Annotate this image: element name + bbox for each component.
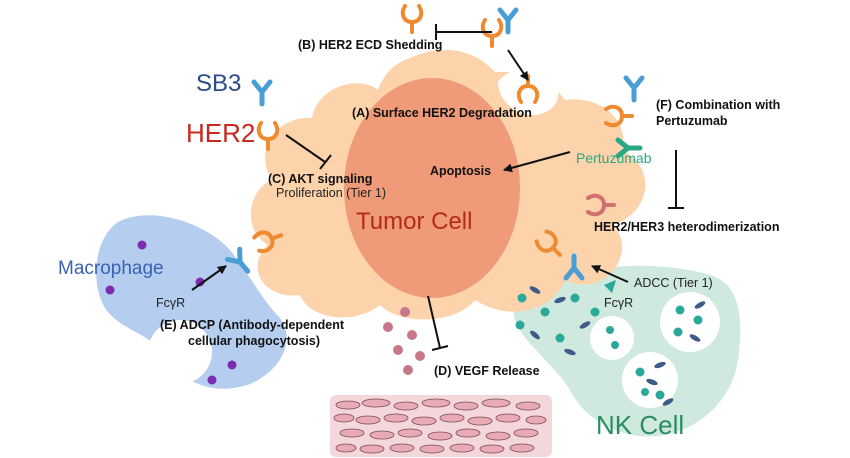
shedding-arrow [507,49,529,81]
adcp-arrow [191,265,227,291]
sb3-antibody-right [626,78,642,100]
nk-vesicle [660,292,720,352]
nk-vesicle [590,316,634,360]
sb3-antibody-legend [254,82,270,104]
vegf-inhibit-line [427,295,449,351]
heterodimer-inhibit-line [668,150,684,209]
adcc-label: ADCC (Tier 1) [634,276,713,290]
shedding-notch [498,68,559,116]
apoptosis-arrow [503,151,571,173]
proliferation-label: Proliferation (Tier 1) [276,186,386,200]
tumor-cell-label: Tumor Cell [356,208,473,235]
her2-label: HER2 [186,118,256,148]
adcp-label-line1: (E) ADCP (Antibody-dependent [160,318,345,332]
adcc-arrow [591,265,629,283]
vegf-particles [383,307,425,375]
fcgr-left-label: FcγR [156,296,186,310]
shedding-label: (B) HER2 ECD Shedding [298,38,443,52]
pertuzumab-label: Pertuzumab [576,150,652,166]
degradation-label: (A) Surface HER2 Degradation [352,106,532,120]
adcp-label-line2: cellular phagocytosis) [188,334,320,348]
phagosome [148,320,212,384]
macrophage-granules [105,240,237,385]
combination-label-line2: Pertuzumab [656,114,728,128]
apoptosis-label: Apoptosis [430,164,492,178]
akt-inhibit-line [285,134,332,170]
blood-vessel [330,395,552,457]
nk-cell-label: NK Cell [596,410,685,440]
fcgr-right-label: FcγR [604,296,634,310]
tumor-nucleus [344,78,520,298]
fcgr-receptor-nk [604,280,616,293]
macrophage-cell [96,215,287,389]
combination-label-line1: (F) Combination with [656,98,781,112]
vegf-label: (D) VEGF Release [434,364,540,378]
nk-granules [515,286,706,406]
heterodimerization-label: HER2/HER3 heterodimerization [594,220,780,234]
her2-receptor-top [400,4,424,34]
macrophage-label: Macrophage [58,258,164,279]
shedding-inhibit-line [435,24,492,40]
sb3-label: SB3 [196,70,242,97]
akt-label: (C) AKT signaling [268,172,373,186]
